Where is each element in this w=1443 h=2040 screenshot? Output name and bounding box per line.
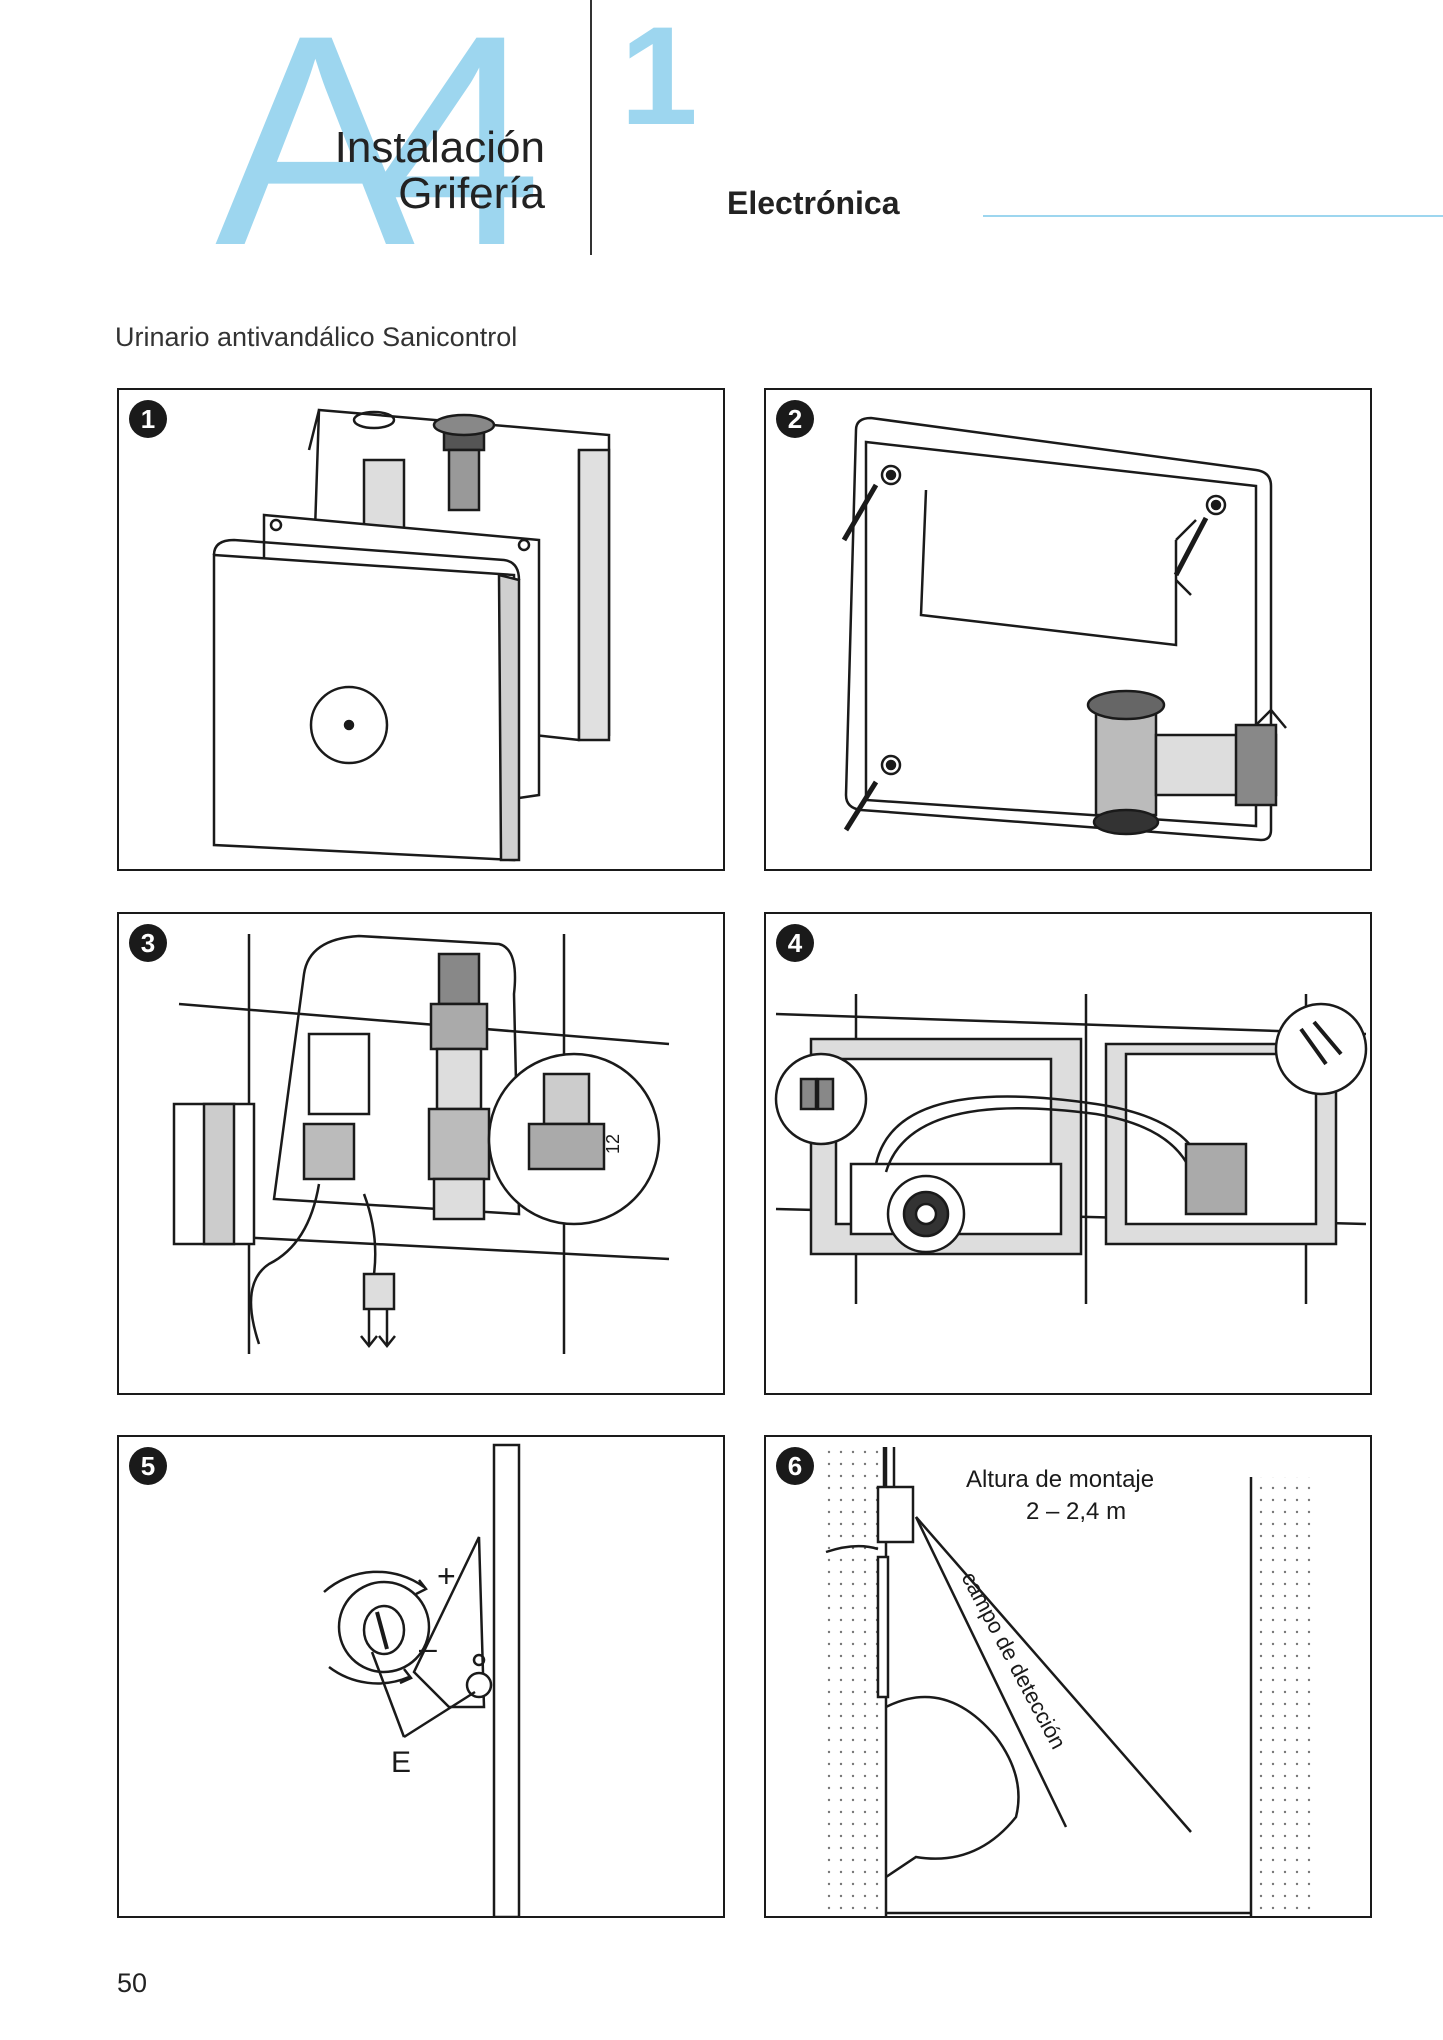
header-divider bbox=[590, 0, 592, 255]
product-title: Urinario antivandálico Sanicontrol bbox=[115, 322, 518, 352]
step-3-illustration: 12 bbox=[172, 934, 670, 1354]
step-2-badge: 2 bbox=[776, 400, 814, 438]
section-title-line2: Grifería bbox=[398, 169, 545, 218]
minus-label: – bbox=[419, 1630, 437, 1666]
detection-field-label: campo de detección bbox=[957, 1568, 1072, 1754]
header-rule bbox=[983, 215, 1443, 217]
step-2-illustration bbox=[841, 416, 1287, 842]
page-number: 50 bbox=[117, 1968, 148, 1998]
step-4-panel: 4 bbox=[764, 912, 1372, 1395]
step-4-illustration bbox=[774, 994, 1368, 1304]
mounting-height-label: Altura de montaje bbox=[966, 1466, 1154, 1493]
step-5-badge: 5 bbox=[129, 1447, 167, 1485]
step-1-illustration bbox=[212, 408, 611, 862]
step-6-illustration: Altura de montaje 2 – 2,4 m campo de det… bbox=[825, 1447, 1316, 1916]
mounting-height-value: 2 – 2,4 m bbox=[1026, 1498, 1126, 1525]
chapter-number: 1 bbox=[620, 0, 698, 154]
step-5-panel: 5 + – E bbox=[117, 1435, 725, 1918]
section-subtitle: Electrónica bbox=[727, 185, 900, 221]
plus-label: + bbox=[437, 1558, 456, 1594]
step-6-panel: 6 Altura de montaje 2 – 2,4 m campo de d… bbox=[764, 1435, 1372, 1918]
section-letter: A4 bbox=[215, 0, 542, 308]
step-4-badge: 4 bbox=[776, 924, 814, 962]
step-2-panel: 2 bbox=[764, 388, 1372, 871]
step-6-badge: 6 bbox=[776, 1447, 814, 1485]
step-1-panel: 1 bbox=[117, 388, 725, 871]
step-3-badge: 3 bbox=[129, 924, 167, 962]
section-title-line1: Instalación bbox=[334, 123, 545, 172]
svg-text:12: 12 bbox=[603, 1134, 623, 1154]
section-title: Instalación Grifería bbox=[335, 125, 545, 217]
step-5-illustration: + – E bbox=[323, 1443, 521, 1916]
step-3-panel: 3 12 bbox=[117, 912, 725, 1395]
e-label: E bbox=[391, 1746, 411, 1779]
step-1-badge: 1 bbox=[129, 400, 167, 438]
